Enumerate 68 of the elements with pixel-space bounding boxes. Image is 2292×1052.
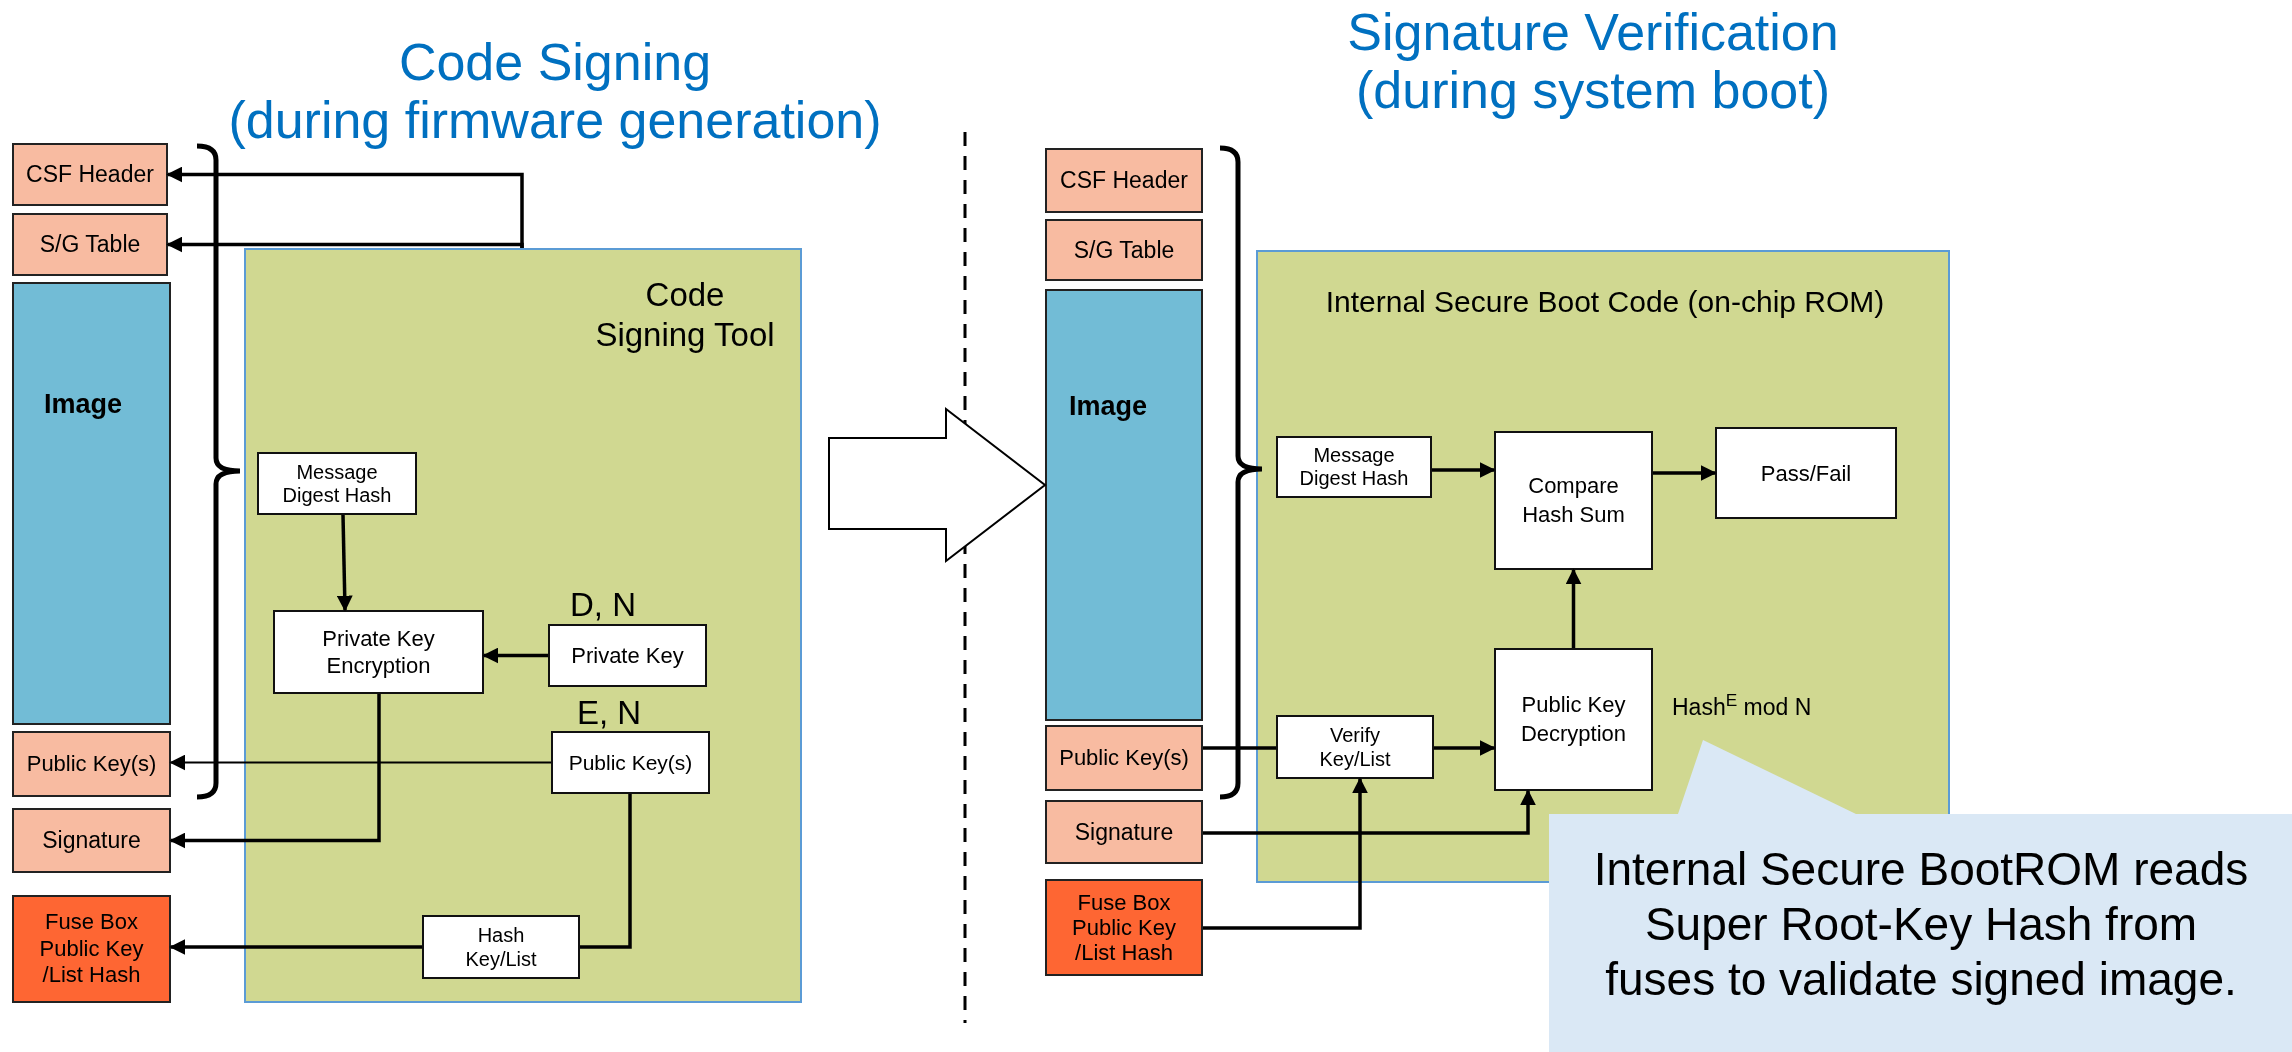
node-label: Internal Secure BootROM reads Super Root-Key Hash from fuses to validate signed image. — [1592, 842, 2250, 1008]
fuse-box-block — [1045, 879, 1203, 976]
process-box — [257, 452, 417, 515]
public-key-block — [1045, 725, 1203, 791]
csf-header-block — [1045, 148, 1203, 213]
node-label: S/G Table — [39, 230, 141, 259]
arrow — [1434, 740, 1496, 756]
process-box — [422, 915, 580, 979]
section-title: Signature Verification — [1346, 2, 1840, 63]
node-label: Compare Hash Sum — [1521, 471, 1626, 529]
node-label: Image — [44, 388, 123, 421]
node-label: Fuse Box Public Key /List Hash — [38, 909, 145, 989]
node-label: Image — [1069, 390, 1148, 423]
public-key-block — [12, 731, 171, 797]
node-label: Hash Key/List — [464, 923, 538, 971]
node-label: Public Key(s) — [26, 750, 157, 778]
process-box — [548, 624, 707, 687]
section-title: (during system boot) — [1355, 61, 1831, 121]
table-block — [1045, 219, 1203, 281]
section-title: (during firmware generation) — [227, 91, 883, 151]
signature-block — [12, 808, 171, 873]
signature-block — [1045, 800, 1203, 864]
node-label: CSF Header — [1060, 166, 1188, 195]
node-label: Code Signing Tool — [594, 275, 776, 355]
image-block — [1045, 289, 1203, 721]
node-label: Private Key Encryption — [321, 624, 436, 680]
node-label: Message Digest Hash — [281, 460, 393, 507]
node-label: Public Key Decryption — [1519, 690, 1628, 748]
node-label: Public Key(s) — [568, 749, 693, 776]
arrow — [1565, 568, 1582, 648]
arrow — [166, 236, 524, 253]
block-arrow — [828, 406, 1047, 564]
node-label: Fuse Box Public Key /List Hash — [1071, 889, 1177, 966]
node-label: S/G Table — [1073, 235, 1175, 265]
arrow — [1203, 789, 1536, 835]
process-box — [1276, 715, 1434, 779]
arrow — [169, 939, 422, 955]
process-box — [1494, 648, 1653, 791]
arrow — [1432, 462, 1496, 478]
section-title: Code Signing — [397, 32, 713, 93]
image-block — [12, 282, 171, 725]
arrow — [169, 754, 552, 771]
node-label: Signature — [42, 826, 141, 855]
csf-header-block — [12, 143, 168, 206]
node-label: Signature — [1074, 817, 1174, 847]
arrow — [1653, 465, 1717, 481]
process-box — [1715, 427, 1897, 519]
arrow — [482, 647, 548, 664]
arrow — [336, 514, 353, 612]
node-annotation: E, N — [577, 693, 642, 733]
process-box — [551, 731, 710, 794]
arrow — [169, 694, 381, 849]
fuse-box-block — [12, 895, 171, 1003]
arrow — [1203, 777, 1368, 930]
node-label: Private Key — [571, 642, 684, 670]
node-label: CSF Header — [26, 160, 154, 189]
tool-panel — [244, 248, 802, 1003]
node-label: Message Digest Hash — [1298, 444, 1410, 490]
node-label: Pass/Fail — [1760, 459, 1852, 488]
node-label: Internal Secure Boot Code (on-chip ROM) — [1324, 284, 1886, 320]
table-block — [12, 213, 168, 276]
process-box — [1494, 431, 1653, 570]
node-label: Verify Key/List — [1318, 723, 1392, 771]
node-annotation: D, N — [570, 585, 636, 625]
node-label: Public Key(s) — [1059, 744, 1189, 772]
node-annotation: Hash$^{E}$ mod N — [1672, 690, 1812, 722]
process-box — [273, 610, 484, 694]
process-box — [1276, 436, 1432, 498]
